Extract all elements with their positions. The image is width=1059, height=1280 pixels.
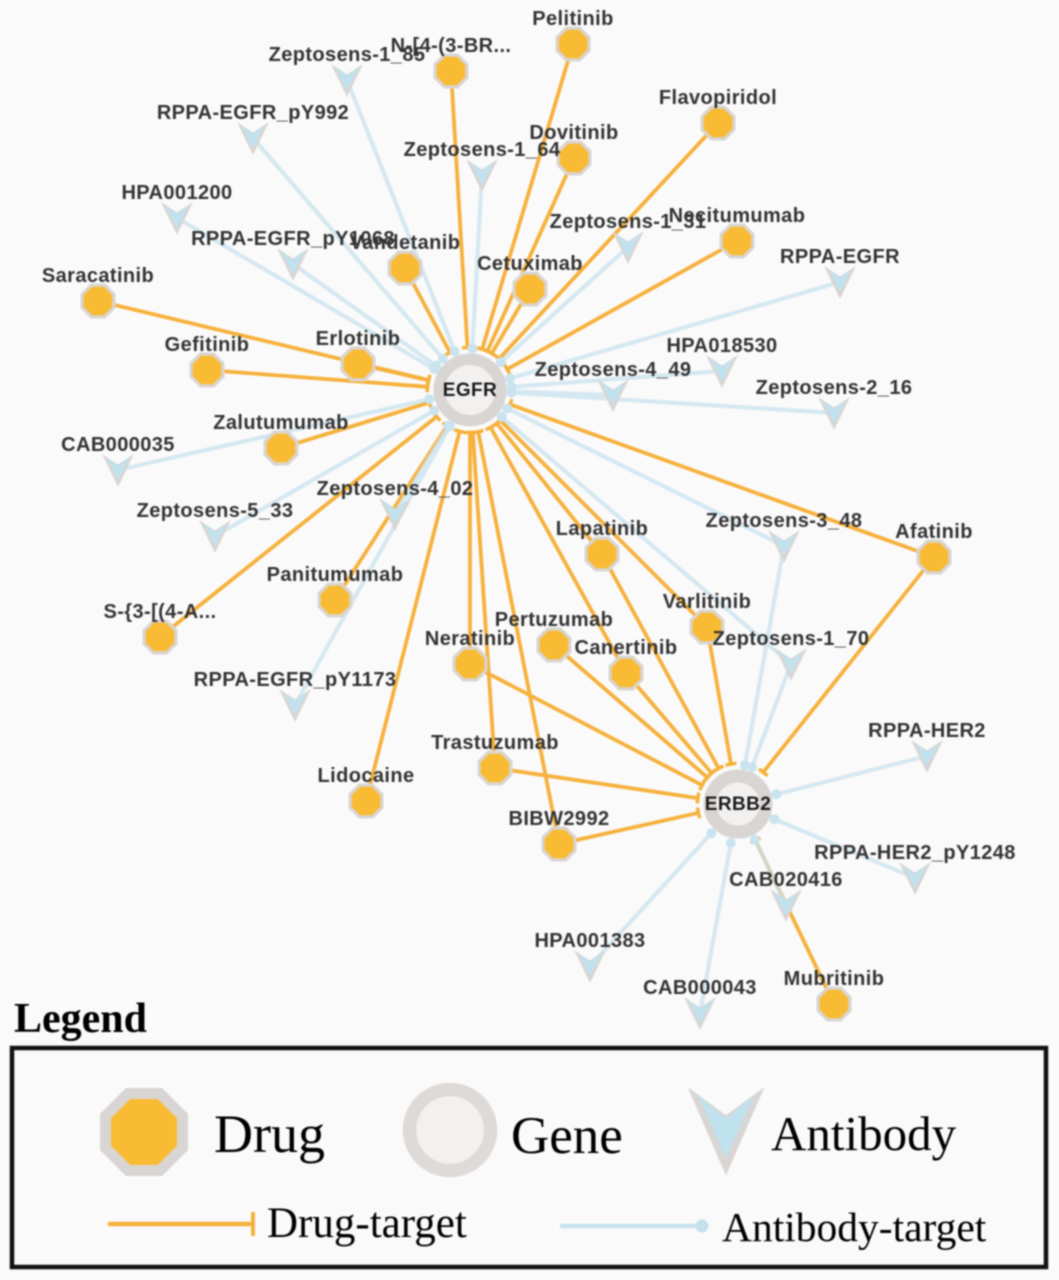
svg-text:N-[4-(3-BR...: N-[4-(3-BR... xyxy=(391,35,512,57)
svg-text:Zeptosens-3_48: Zeptosens-3_48 xyxy=(706,510,863,532)
svg-text:RPPA-EGFR_pY1173: RPPA-EGFR_pY1173 xyxy=(194,669,397,691)
svg-text:Erlotinib: Erlotinib xyxy=(316,328,401,350)
svg-text:Zeptosens-4_49: Zeptosens-4_49 xyxy=(535,359,692,381)
svg-text:Gene: Gene xyxy=(511,1107,623,1165)
svg-text:Cetuximab: Cetuximab xyxy=(477,253,583,275)
svg-text:Drug-target: Drug-target xyxy=(267,1200,467,1247)
svg-text:ERBB2: ERBB2 xyxy=(705,794,771,815)
svg-text:Zeptosens-1_85: Zeptosens-1_85 xyxy=(269,44,426,66)
svg-text:HPA018530: HPA018530 xyxy=(666,335,777,357)
svg-text:HPA001383: HPA001383 xyxy=(534,930,645,952)
svg-text:RPPA-HER2_pY1248: RPPA-HER2_pY1248 xyxy=(814,842,1016,864)
svg-text:RPPA-EGFR: RPPA-EGFR xyxy=(780,246,900,268)
svg-text:Dovitinib: Dovitinib xyxy=(529,122,618,144)
svg-text:Antibody: Antibody xyxy=(771,1106,957,1161)
svg-text:Saracatinib: Saracatinib xyxy=(42,265,154,287)
svg-text:RPPA-HER2: RPPA-HER2 xyxy=(868,720,986,742)
svg-text:Canertinib: Canertinib xyxy=(575,637,678,659)
svg-text:Varlitinib: Varlitinib xyxy=(663,591,751,613)
svg-text:BIBW2992: BIBW2992 xyxy=(508,808,609,830)
svg-text:Zeptosens-2_16: Zeptosens-2_16 xyxy=(756,377,913,399)
svg-text:Panitumumab: Panitumumab xyxy=(267,564,404,586)
svg-text:Flavopiridol: Flavopiridol xyxy=(659,87,777,109)
svg-text:Zeptosens-1_64: Zeptosens-1_64 xyxy=(404,139,561,161)
svg-text:RPPA-EGFR_pY1068: RPPA-EGFR_pY1068 xyxy=(191,228,395,250)
svg-text:HPA001200: HPA001200 xyxy=(121,182,232,204)
svg-text:Antibody-target: Antibody-target xyxy=(722,1204,987,1250)
svg-text:CAB000035: CAB000035 xyxy=(61,434,175,456)
svg-text:Neratinib: Neratinib xyxy=(425,628,515,650)
svg-text:Gefitinib: Gefitinib xyxy=(165,334,250,356)
svg-text:S-{3-[(4-A...: S-{3-[(4-A... xyxy=(104,601,217,623)
svg-text:RPPA-EGFR_pY992: RPPA-EGFR_pY992 xyxy=(157,102,349,124)
svg-text:Pelitinib: Pelitinib xyxy=(532,8,613,30)
svg-text:Zeptosens-1_31: Zeptosens-1_31 xyxy=(550,211,707,233)
svg-text:Pertuzumab: Pertuzumab xyxy=(495,609,613,631)
svg-text:Zalutumumab: Zalutumumab xyxy=(213,412,349,434)
svg-text:Lapatinib: Lapatinib xyxy=(556,518,649,540)
svg-text:Zeptosens-1_70: Zeptosens-1_70 xyxy=(713,628,870,650)
svg-text:Legend: Legend xyxy=(14,996,147,1042)
svg-text:CAB020416: CAB020416 xyxy=(729,869,843,891)
svg-text:Mubritinib: Mubritinib xyxy=(784,968,885,990)
svg-text:Afatinib: Afatinib xyxy=(895,521,973,543)
svg-text:Trastuzumab: Trastuzumab xyxy=(431,732,559,754)
svg-text:Zeptosens-4_02: Zeptosens-4_02 xyxy=(317,478,474,500)
svg-text:Necitumumab: Necitumumab xyxy=(669,205,806,227)
svg-text:EGFR: EGFR xyxy=(443,380,497,401)
svg-text:Drug: Drug xyxy=(214,1104,325,1164)
svg-text:Lidocaine: Lidocaine xyxy=(318,765,415,787)
svg-text:Zeptosens-5_33: Zeptosens-5_33 xyxy=(137,500,294,522)
svg-text:Vandetanib: Vandetanib xyxy=(350,232,461,254)
svg-text:CAB000043: CAB000043 xyxy=(643,977,757,999)
